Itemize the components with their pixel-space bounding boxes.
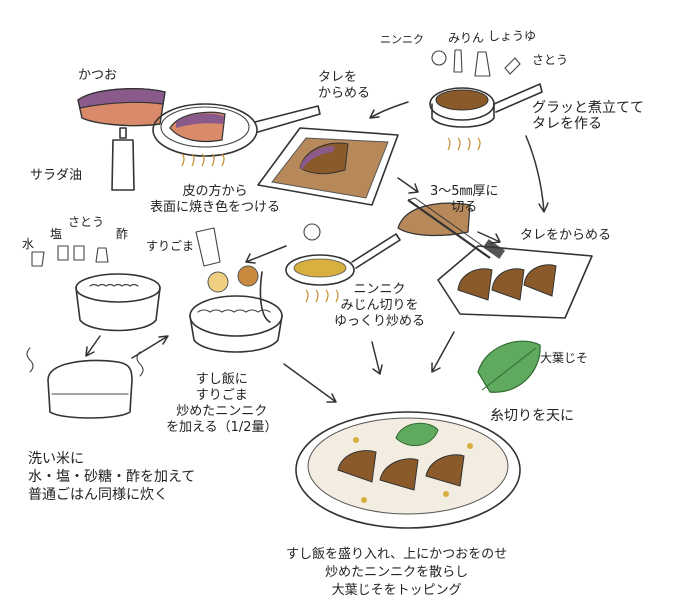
final-dish-drawing xyxy=(295,411,521,529)
label-tare-coat-2: タレをからめる xyxy=(520,228,612,243)
cutting-drawing xyxy=(397,197,506,259)
label-sear-step: 皮の方から 表面に焼き色をつける xyxy=(150,184,281,215)
label-sato-left: さとう xyxy=(68,215,105,229)
tare-ingredients-drawing xyxy=(431,49,521,77)
label-salad-oil: サラダ油 xyxy=(30,168,83,183)
label-ooba: 大葉じそ xyxy=(540,351,589,365)
flow-arrows xyxy=(85,101,549,403)
label-garlic-fry-step: ニンニク みじん切りを ゆっくり炒める xyxy=(334,282,426,329)
sushi-rice-bowl-drawing xyxy=(189,227,283,353)
label-su: 酢 xyxy=(116,227,129,241)
label-mirin: みりん xyxy=(448,31,485,45)
rice-pot-drawing xyxy=(31,245,161,332)
label-rice-step: 洗い米に 水・塩・砂糖・酢を加えて 普通ごはん同様に炊く xyxy=(28,451,196,503)
shiso-leaf-drawing xyxy=(477,340,541,393)
rice-cooker-drawing xyxy=(26,347,144,419)
label-katsuo: かつお xyxy=(78,68,118,83)
salad-oil-bottle-drawing xyxy=(111,127,135,191)
label-cut-step: 3～5㎜厚に 切る xyxy=(430,184,499,215)
sliced-tray-drawing xyxy=(437,245,593,319)
label-mix-step: すし飯に すりごま 炒めたニンニク を加える（1/2量） xyxy=(166,372,278,435)
frying-pan-drawing xyxy=(152,103,321,167)
label-ito-step: 糸切りを天に xyxy=(490,408,574,424)
label-final-step: すし飯を盛り入れ、上にかつおをのせ 炒めたニンニクを散らし 大葉じそをトッピング xyxy=(286,547,508,598)
label-ninniku-top: ニンニク xyxy=(380,33,424,46)
label-shoyu: しょうゆ xyxy=(488,29,537,43)
label-tare-coat-1: タレを からめる xyxy=(318,70,371,101)
label-sato-top: さとう xyxy=(532,53,569,67)
katsuo-block-drawing xyxy=(77,88,166,127)
label-simmer-step: グラッと煮立てて タレを作る xyxy=(532,100,644,132)
label-shio: 塩 xyxy=(50,227,63,241)
label-mizu: 水 xyxy=(22,237,35,251)
garlic-pan-drawing xyxy=(285,223,401,303)
tare-pot-drawing xyxy=(429,83,543,151)
tare-tray-drawing xyxy=(257,127,399,206)
label-surigoma: すりごま xyxy=(146,239,195,253)
